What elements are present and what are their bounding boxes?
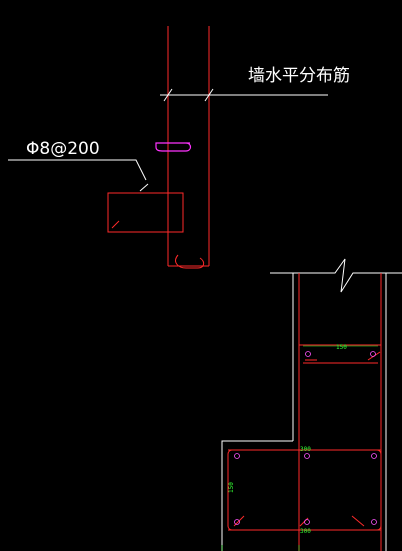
dim-height: 150 (228, 482, 235, 493)
wall-rebar-hook (175, 254, 205, 269)
slab-outline (221, 440, 293, 551)
tie-hook (155, 142, 192, 152)
label-wall-horizontal-bar: 墙水平分布筋 (248, 66, 350, 86)
dim-top-width: 150 (336, 344, 347, 351)
bar-section (304, 519, 310, 525)
stirrup-rect (107, 192, 184, 233)
bar-section (304, 453, 310, 459)
bar-sections (234, 351, 377, 525)
dim-bottom: 300 (300, 528, 311, 535)
leader-tick (139, 183, 149, 192)
bar-section (371, 453, 377, 459)
lower-junction-detail: 150 300 300 150 (221, 258, 402, 551)
tick-left (163, 88, 173, 102)
tick-right (204, 88, 214, 102)
cage-hook-br (351, 515, 365, 527)
bar-section (371, 519, 377, 525)
bar-section (234, 453, 240, 459)
upper-wall-detail: 墙水平分布筋 Φ8@200 (8, 26, 350, 269)
bar-section (305, 351, 311, 357)
break-line (270, 258, 402, 293)
dim-left: 300 (300, 446, 311, 453)
stirrup-hook-mark (111, 220, 120, 229)
label-stirrup-spec: Φ8@200 (26, 139, 100, 159)
bar-section (234, 519, 240, 525)
bar-section (370, 351, 376, 357)
stirrup-leader (8, 159, 147, 181)
slab-cage (227, 449, 382, 531)
